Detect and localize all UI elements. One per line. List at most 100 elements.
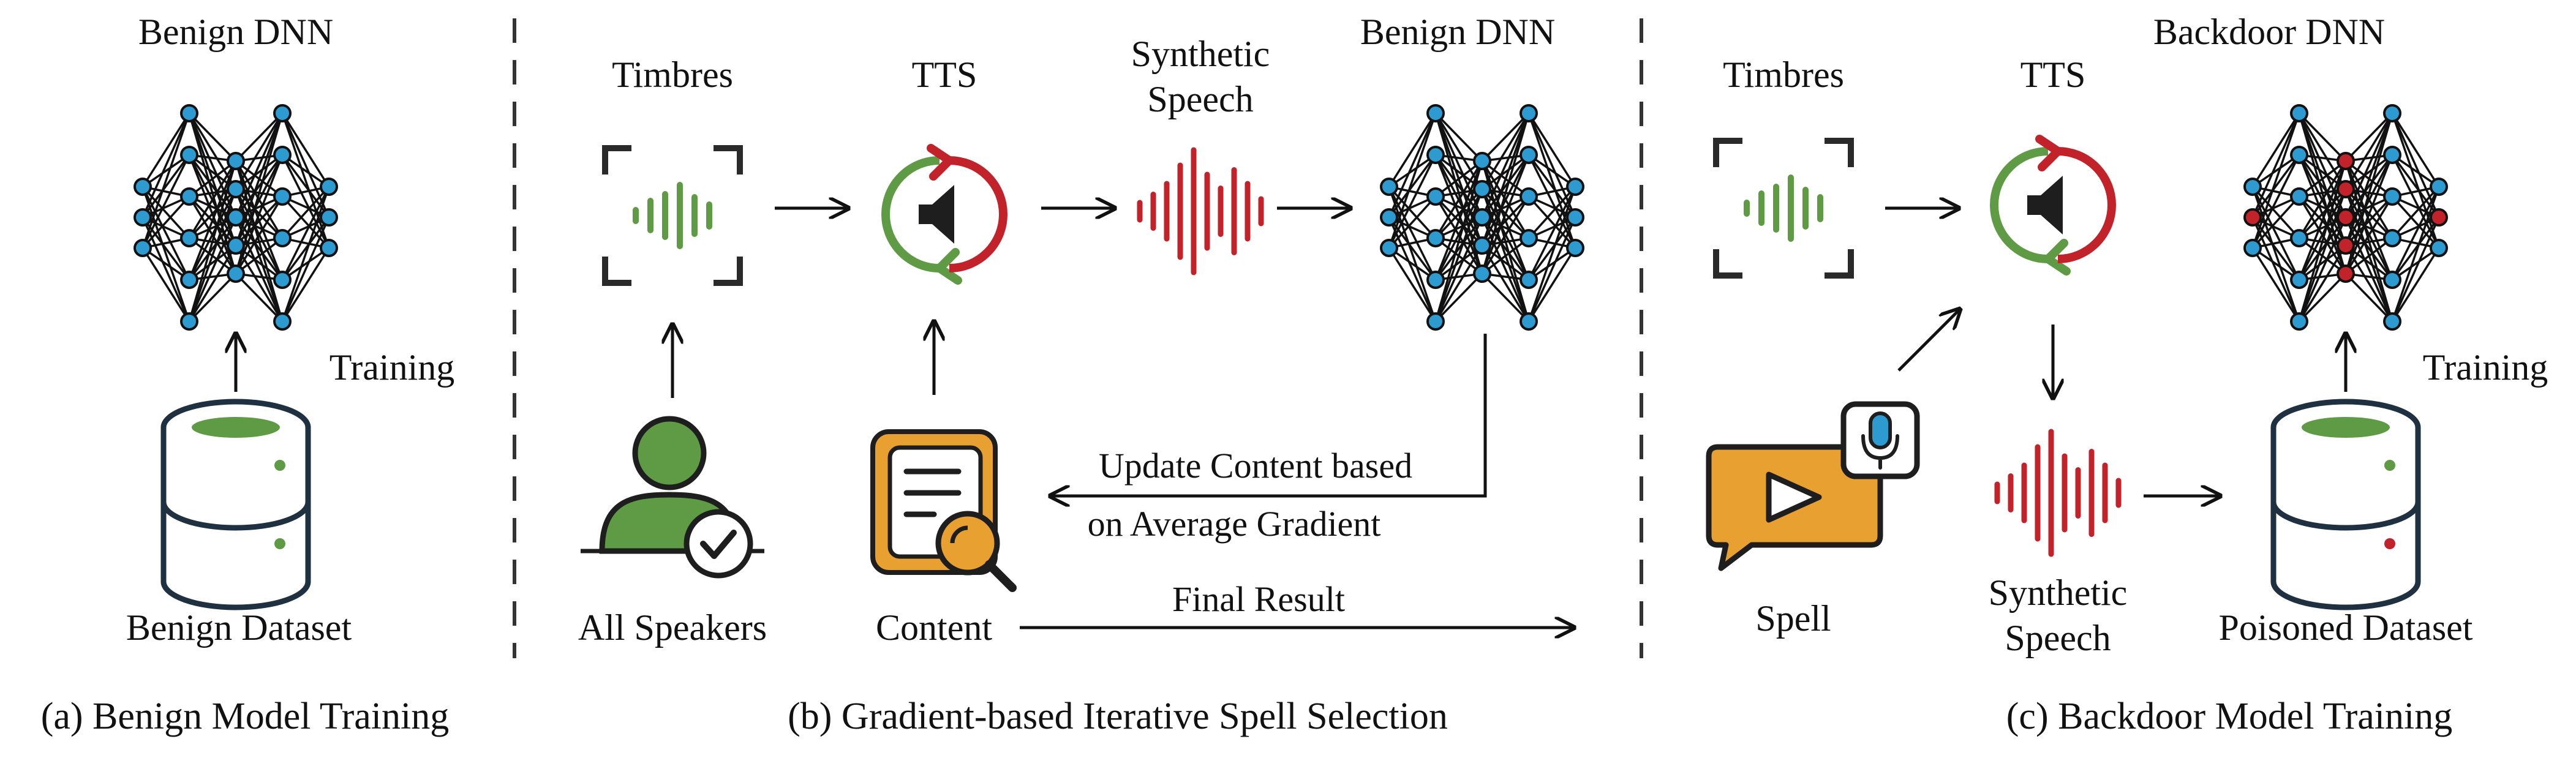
network-node — [2383, 146, 2401, 164]
arrow-gradient-update — [1050, 334, 1487, 496]
spell-label: Spell — [1755, 598, 1831, 639]
network-node — [273, 229, 292, 247]
network-node — [2290, 146, 2308, 164]
network-node — [180, 312, 198, 331]
network-node — [1426, 187, 1445, 206]
network-node — [2290, 312, 2308, 331]
network-node — [320, 178, 338, 196]
network-node — [2337, 152, 2355, 170]
network-node — [1380, 208, 1398, 227]
tts-label-c: TTS — [2021, 54, 2086, 95]
network-node — [2430, 208, 2448, 227]
network-node — [1380, 239, 1398, 257]
network-node — [2383, 271, 2401, 289]
network-node — [1473, 265, 1491, 283]
network-node — [134, 239, 152, 257]
panel-c-training-label: Training — [2423, 347, 2548, 388]
network-node — [2430, 239, 2448, 257]
network-node — [2290, 187, 2308, 206]
network-node — [2337, 265, 2355, 283]
panel-a-dataset-label: Benign Dataset — [126, 607, 352, 648]
update-label-2: on Average Gradient — [1088, 504, 1381, 544]
network-node — [180, 146, 198, 164]
tts-label: TTS — [912, 54, 977, 95]
synthetic-label-c2: Speech — [2005, 618, 2111, 658]
update-label-1: Update Content based — [1099, 446, 1412, 486]
network-node — [1520, 146, 1538, 164]
synthetic-label-1: Synthetic — [1131, 34, 1270, 74]
all-speakers-label: All Speakers — [578, 607, 767, 648]
network-node — [320, 239, 338, 257]
network-node — [1473, 152, 1491, 170]
network-node — [180, 271, 198, 289]
network-node — [227, 208, 245, 227]
timbres-label-c: Timbres — [1723, 54, 1844, 95]
waveform-icon — [602, 145, 743, 286]
network-node — [2383, 187, 2401, 206]
content-label: Content — [876, 607, 992, 648]
network-node — [320, 208, 338, 227]
panel-a-title: Benign DNN — [138, 12, 333, 52]
network-node — [2383, 312, 2401, 331]
network-node — [2290, 229, 2308, 247]
network-node — [2383, 104, 2401, 122]
video-chat-mic-icon — [1706, 401, 1920, 571]
network-node — [227, 180, 245, 198]
waveform-icon — [1137, 147, 1264, 276]
network-node — [1426, 146, 1445, 164]
network-node — [180, 187, 198, 206]
network-node — [1473, 180, 1491, 198]
network-node — [134, 178, 152, 196]
panel-a-caption: (a) Benign Model Training — [41, 696, 449, 737]
network-node — [1426, 312, 1445, 331]
neural-network-icon — [2243, 104, 2448, 331]
timbres-label: Timbres — [612, 54, 733, 95]
tts-speaker-icon — [1990, 135, 2116, 276]
network-node — [180, 229, 198, 247]
network-node — [2243, 208, 2262, 227]
network-node — [2337, 236, 2355, 255]
network-node — [1566, 208, 1584, 227]
network-node — [273, 104, 292, 122]
network-node — [1566, 239, 1584, 257]
network-node — [134, 208, 152, 227]
panel-c-caption: (c) Backdoor Model Training — [2006, 696, 2452, 737]
network-node — [180, 104, 198, 122]
network-node — [2430, 178, 2448, 196]
network-node — [2243, 239, 2262, 257]
network-node — [1566, 178, 1584, 196]
waveform-icon — [1994, 429, 2122, 557]
panel-b: Timbres TTS Synthetic Speech Benign DNN … — [578, 12, 1584, 737]
network-node — [2290, 271, 2308, 289]
neural-network-icon — [1380, 104, 1584, 331]
network-node — [1520, 187, 1538, 206]
network-node — [273, 271, 292, 289]
synthetic-label-2: Speech — [1147, 79, 1253, 119]
backdoor-dnn-label: Backdoor DNN — [2153, 12, 2385, 52]
network-node — [273, 312, 292, 331]
user-check-icon — [581, 416, 764, 579]
network-node — [1520, 229, 1538, 247]
final-result-label: Final Result — [1172, 579, 1345, 619]
database-icon — [160, 399, 311, 610]
network-node — [1520, 312, 1538, 331]
neural-network-icon — [134, 104, 338, 331]
network-node — [1520, 104, 1538, 122]
waveform-icon — [1713, 138, 1854, 279]
network-node — [1426, 104, 1445, 122]
network-node — [1426, 229, 1445, 247]
panel-c: Timbres TTS Backdoor DNN Training Spell … — [1706, 12, 2548, 737]
network-node — [2243, 178, 2262, 196]
network-node — [1473, 208, 1491, 227]
poisoned-dataset-label: Poisoned Dataset — [2219, 607, 2473, 648]
tts-speaker-icon — [881, 144, 1007, 285]
network-node — [2383, 229, 2401, 247]
arrow-spell-tts — [1897, 309, 1960, 372]
network-node — [2337, 208, 2355, 227]
network-node — [1520, 271, 1538, 289]
network-node — [227, 265, 245, 283]
network-node — [227, 152, 245, 170]
document-search-icon — [870, 429, 1017, 592]
network-node — [273, 146, 292, 164]
